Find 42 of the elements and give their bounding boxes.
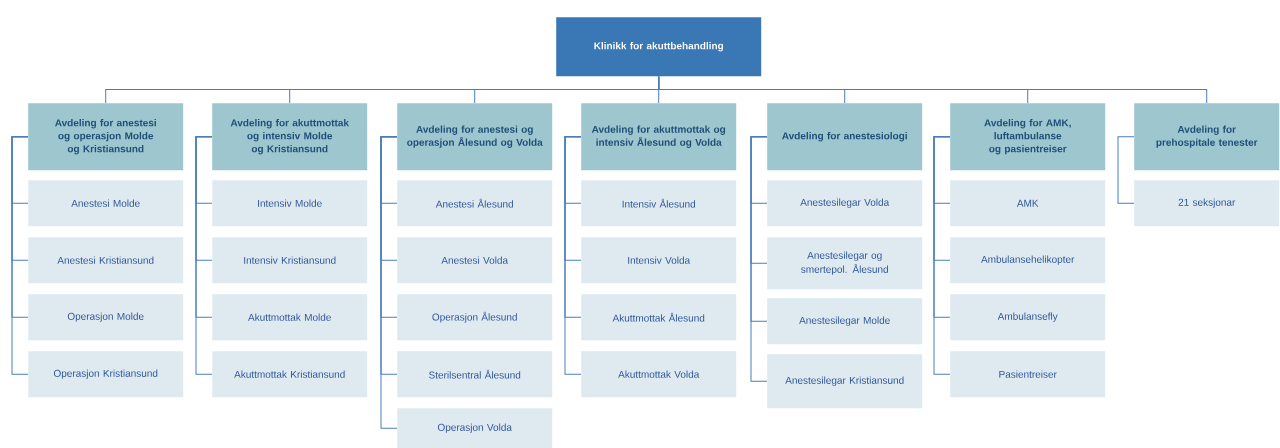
connector-line	[380, 136, 398, 429]
department-box: Avdeling for anestesi og operasjon Ålesund og Volda	[397, 103, 553, 171]
section-box: Ambulansefly	[950, 294, 1106, 341]
section-box: Intensiv Molde	[212, 180, 368, 227]
department-box: Avdeling for AMK, luftambulanse og pasientreiser	[950, 103, 1106, 171]
section-box: Akuttmottak Molde	[212, 294, 368, 341]
connector-line	[750, 136, 768, 382]
section-box: Anestesi Kristiansund	[28, 237, 184, 284]
section-box: Anestesi Volda	[397, 237, 553, 284]
department-box: Avdeling for akuttmottak og intensiv Ålesund og Volda	[581, 103, 737, 171]
department-box: Avdeling for akuttmottak og intensiv Molde og Kristiansund	[212, 103, 368, 171]
connector-line	[195, 136, 213, 375]
department-box: Avdeling for prehospitale tenester	[1134, 103, 1280, 171]
connector-line	[564, 136, 582, 375]
section-box: Operasjon Kristiansund	[28, 351, 184, 398]
connector-line	[11, 136, 29, 375]
section-box: Operasjon Ålesund	[397, 294, 553, 341]
section-box: Ambulansehelikopter	[950, 237, 1106, 284]
section-box: Intensiv Kristiansund	[212, 237, 368, 284]
section-box: Intensiv Ålesund	[581, 180, 737, 227]
section-box: Akuttmottak Ålesund	[581, 294, 737, 341]
section-box: Akuttmottak Volda	[581, 351, 737, 398]
section-box: Intensiv Volda	[581, 237, 737, 284]
section-box: Anestesi Molde	[28, 180, 184, 227]
section-box: Operasjon Molde	[28, 294, 184, 341]
section-box: Anestesilegar Kristiansund	[767, 354, 923, 409]
section-box: Sterilsentral Ålesund	[397, 351, 553, 398]
section-box: Anestesilegar og smertepol. Ålesund	[767, 237, 923, 290]
clinic-box: Klinikk for akuttbehandling	[556, 17, 762, 77]
connector-line	[933, 136, 951, 375]
section-box: 21 seksjonar	[1134, 180, 1280, 227]
connector-line	[1117, 136, 1135, 204]
department-box: Avdeling for anestesi og operasjon Molde og Kristiansund	[28, 103, 184, 171]
section-box: Pasientreiser	[950, 351, 1106, 398]
section-box: Operasjon Volda	[397, 408, 553, 448]
section-box: Akuttmottak Kristiansund	[212, 351, 368, 398]
section-box: Anestesilegar Volda	[767, 180, 923, 227]
section-box: AMK	[950, 180, 1106, 227]
department-box: Avdeling for anestesiologi	[767, 103, 923, 171]
connector-line	[658, 75, 1208, 104]
section-box: Anestesilegar Molde	[767, 298, 923, 345]
section-box: Anestesi Ålesund	[397, 180, 553, 227]
